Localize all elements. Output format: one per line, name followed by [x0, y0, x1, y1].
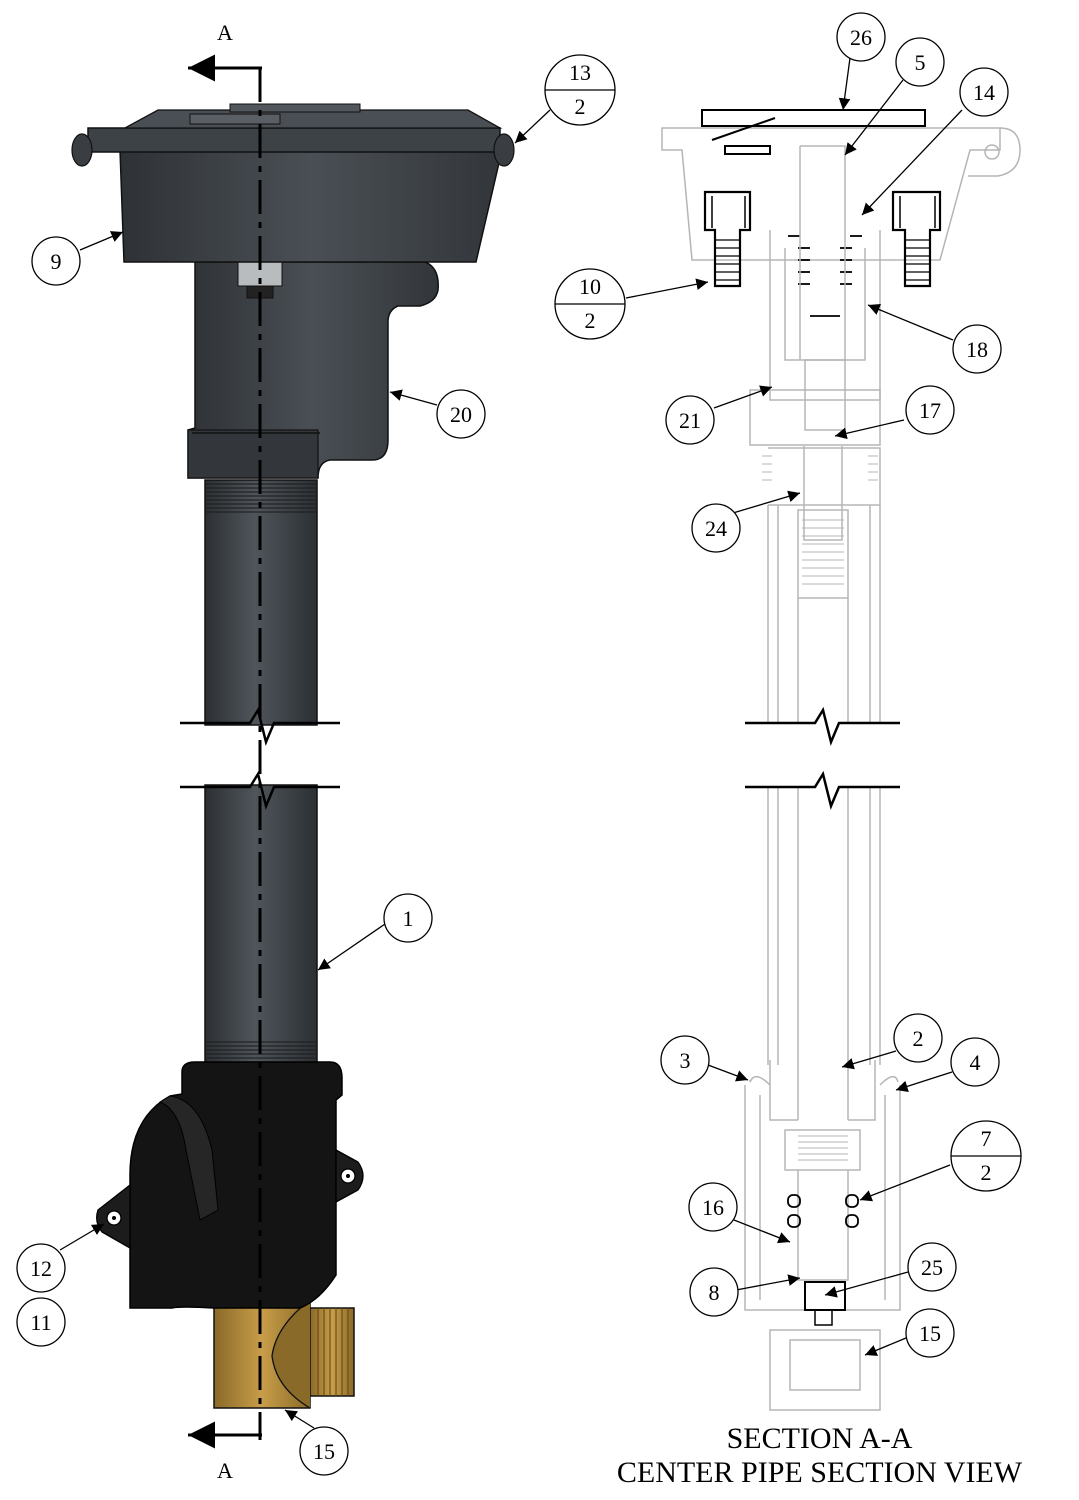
balloon-18: 18	[952, 324, 1002, 374]
balloon-9: 9	[31, 236, 81, 286]
balloon-7-qty-2: 7 2	[950, 1120, 1022, 1192]
svg-text:15: 15	[313, 1439, 335, 1464]
svg-text:24: 24	[705, 516, 727, 541]
svg-text:2: 2	[585, 308, 596, 333]
balloon-17: 17	[905, 385, 955, 435]
svg-text:13: 13	[569, 60, 591, 85]
balloon-10-qty-2: 10 2	[554, 268, 626, 340]
svg-text:2: 2	[575, 94, 586, 119]
svg-text:16: 16	[702, 1195, 724, 1220]
leader-lines	[59, 57, 963, 1429]
balloon-8: 8	[689, 1267, 739, 1317]
svg-text:14: 14	[973, 80, 995, 105]
balloon-12: 12	[16, 1243, 66, 1293]
svg-text:4: 4	[970, 1050, 981, 1075]
svg-text:25: 25	[921, 1255, 943, 1280]
svg-text:18: 18	[966, 337, 988, 362]
balloon-15-exterior: 15	[299, 1426, 349, 1476]
section-subtitle: CENTER PIPE SECTION VIEW	[616, 1456, 1023, 1489]
svg-text:9: 9	[51, 249, 62, 274]
svg-text:1: 1	[403, 906, 414, 931]
svg-text:5: 5	[915, 50, 926, 75]
balloon-16: 16	[688, 1182, 738, 1232]
svg-text:26: 26	[850, 25, 872, 50]
balloon-3: 3	[660, 1035, 710, 1085]
svg-text:17: 17	[919, 398, 941, 423]
balloon-11: 11	[16, 1297, 66, 1347]
balloon-26: 26	[836, 12, 886, 62]
exterior-view	[71, 54, 515, 1449]
section-marker-bottom: A	[217, 1458, 233, 1483]
svg-text:15: 15	[919, 1321, 941, 1346]
svg-text:2: 2	[981, 1160, 992, 1185]
balloon-2: 2	[893, 1013, 943, 1063]
svg-text:21: 21	[679, 408, 701, 433]
balloon-14: 14	[959, 67, 1009, 117]
balloon-24: 24	[691, 503, 741, 553]
svg-text:20: 20	[450, 402, 472, 427]
balloon-21: 21	[665, 395, 715, 445]
balloon-4: 4	[950, 1037, 1000, 1087]
balloon-20: 20	[436, 389, 486, 439]
svg-text:3: 3	[680, 1048, 691, 1073]
svg-text:11: 11	[30, 1310, 51, 1335]
balloon-13-qty-2: 13 2	[544, 54, 616, 126]
section-marker-top: A	[217, 20, 233, 45]
balloon-5: 5	[895, 37, 945, 87]
svg-text:7: 7	[981, 1126, 992, 1151]
svg-text:12: 12	[30, 1256, 52, 1281]
svg-text:10: 10	[579, 274, 601, 299]
balloon-1: 1	[383, 893, 433, 943]
section-caption: SECTION A-A CENTER PIPE SECTION VIEW	[560, 1422, 1079, 1490]
balloon-15-section: 15	[905, 1308, 955, 1358]
svg-text:8: 8	[709, 1280, 720, 1305]
balloon-25: 25	[907, 1242, 957, 1292]
svg-text:2: 2	[913, 1026, 924, 1051]
section-title: SECTION A-A	[726, 1422, 913, 1455]
